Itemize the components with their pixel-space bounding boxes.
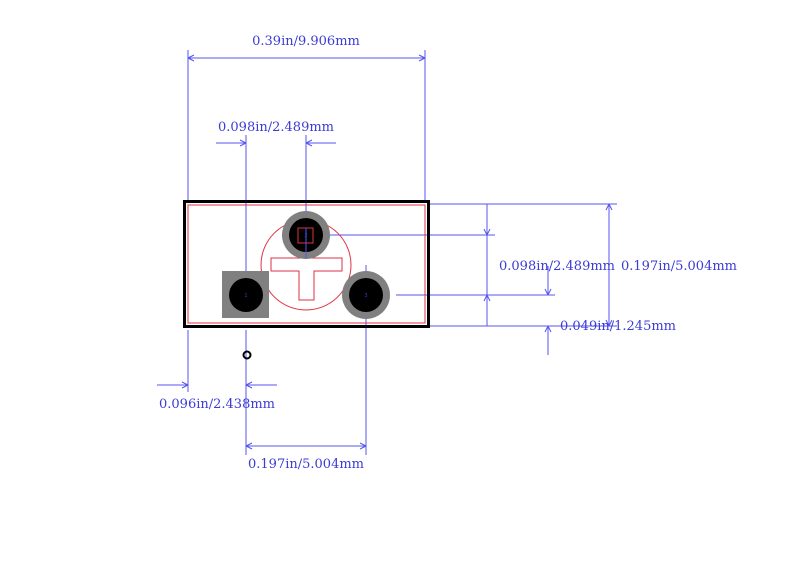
dim-pin-row-offset-text: 0.098in/2.489mm: [499, 259, 615, 274]
silkscreen-t-shape: [270, 257, 343, 301]
dim-pin1-pin3-arrow-left: [245, 442, 253, 450]
dim-pin-offset-top-arrow-left: [239, 139, 247, 147]
pad-1-copper: [229, 278, 263, 312]
dim-pin-row-arrow-top: [483, 228, 491, 236]
pad-3: 3: [342, 271, 390, 319]
dim-pin-offset-top-text: 0.098in/2.489mm: [218, 120, 334, 135]
dim-pin1-pin3-text: 0.197in/5.004mm: [248, 457, 364, 472]
pad-3-label: 3: [364, 293, 367, 299]
pad-1: 1: [222, 271, 269, 318]
dim-overall-width-arrow-right: [418, 54, 426, 62]
dim-left-pin1-arrow-left: [181, 381, 189, 389]
dim-height-arrow-bottom: [605, 319, 613, 327]
dim-pin-offset-top-arrow-right: [305, 139, 313, 147]
dim-pin-row-arrow-bottom: [483, 294, 491, 302]
dim-pin-bottom-arrow-lower: [544, 325, 552, 333]
dimension-lines: [157, 50, 617, 455]
courtyard-outline: [187, 204, 426, 324]
dim-left-pin1-text: 0.096in/2.438mm: [159, 397, 275, 412]
pad-2-label: 2: [304, 233, 307, 239]
dim-left-pin1-arrow-right: [245, 381, 253, 389]
body-outline: [183, 200, 430, 328]
dim-height-arrow-top: [605, 203, 613, 211]
dim-overall-width-text: 0.39in/9.906mm: [252, 34, 360, 49]
pad-3-copper: [349, 278, 383, 312]
dim-pin-bottom-arrow-upper: [544, 288, 552, 296]
dim-pin1-pin3-arrow-right: [359, 442, 367, 450]
pad-2: 2: [282, 211, 330, 259]
dim-pin-offset-bottom-text: 0.049in/1.245mm: [560, 319, 676, 334]
pad-1-label: 1: [244, 293, 247, 299]
dim-overall-height-text: 0.197in/5.004mm: [621, 259, 737, 274]
dim-overall-width-arrow-left: [187, 54, 195, 62]
pin1-indicator: [242, 350, 252, 360]
